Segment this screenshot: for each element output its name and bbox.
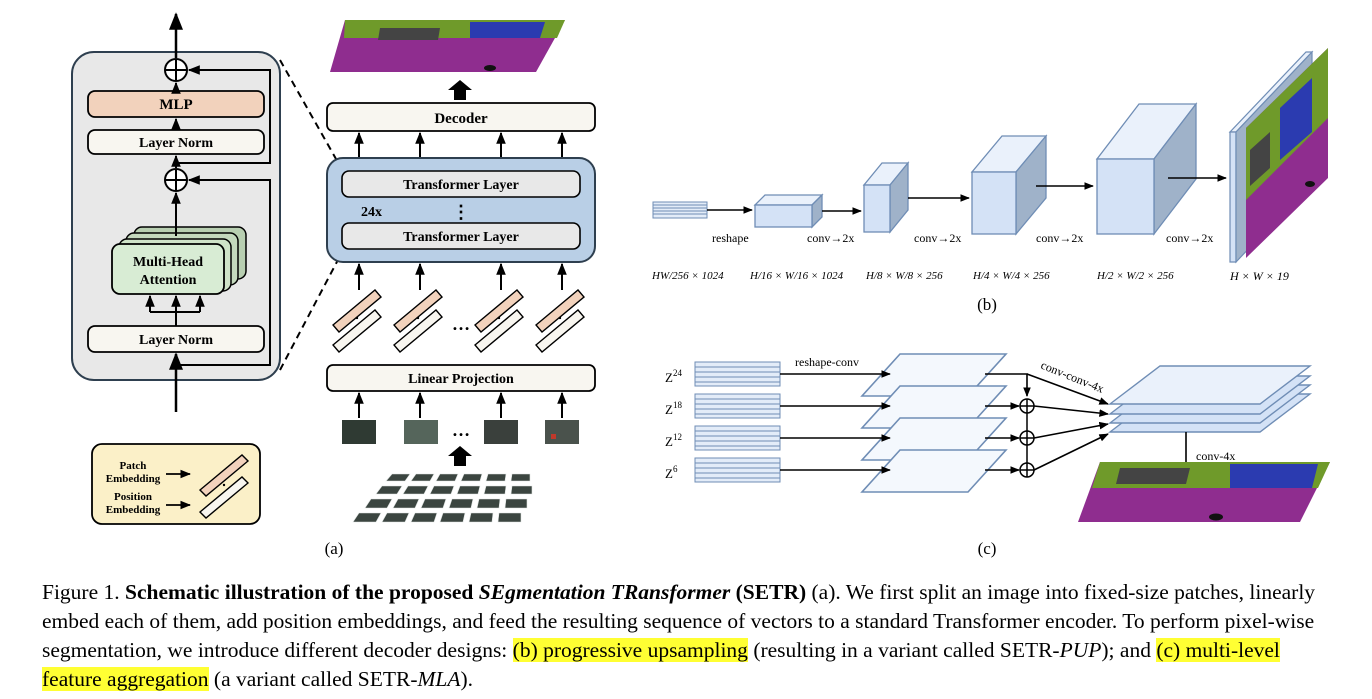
linear-projection-box — [326, 364, 596, 392]
caption-highlight-b: (b) progressive upsampling — [512, 638, 748, 662]
multi-head-attention-box — [111, 243, 225, 295]
feature-cube — [1095, 102, 1198, 236]
patch-image — [545, 420, 579, 444]
dim-label: H × W × 19 — [1229, 269, 1289, 283]
op-label-conv-2x: conv→2x — [807, 231, 854, 245]
figure-caption: Figure 1. Schematic illustration of the … — [42, 578, 1342, 694]
caption-prefix: Figure 1. — [42, 580, 126, 604]
add-icon — [164, 58, 188, 82]
feature-cube — [862, 161, 910, 234]
legend-patch-line2: Embedding — [106, 473, 161, 485]
feature-cube — [970, 134, 1048, 236]
segmentation-output-image — [1228, 48, 1328, 264]
caption-text: (a). We first split an image into fixed-… — [42, 580, 1316, 662]
panel-a-label: (a) — [325, 539, 344, 558]
layer-norm-top-label: Layer Norm — [139, 136, 213, 151]
token-sequence-stack — [694, 425, 781, 451]
caption-italic: MLA — [417, 667, 461, 691]
op-label-conv-2x: conv→2x — [1036, 231, 1083, 245]
token-sequence-stack — [652, 201, 708, 219]
op-label-conv-2x: conv→2x — [1166, 231, 1213, 245]
token-sequence-stack — [694, 457, 781, 483]
op-label-conv-2x: conv→2x — [914, 231, 961, 245]
decoder-label: Decoder — [434, 111, 488, 127]
layer-norm-bottom-label: Layer Norm — [139, 333, 213, 348]
dim-label: HW/256 × 1024 — [651, 270, 724, 282]
add-icon — [1019, 430, 1035, 446]
dim-label: H/16 × W/16 × 1024 — [749, 270, 844, 282]
caption-italic: PUP — [1059, 638, 1102, 662]
token-sequence-stack — [694, 361, 781, 387]
embedding-pair — [535, 289, 585, 353]
panel-c-label: (c) — [978, 539, 997, 558]
caption-text: (a variant called SETR- — [208, 667, 418, 691]
reshape-conv-label: reshape-conv — [795, 355, 859, 369]
caption-text: ). — [460, 667, 474, 691]
panel-b-label: (b) — [977, 295, 997, 314]
caption-title: Schematic illustration of the proposed S… — [125, 580, 807, 604]
mha-label-line2: Attention — [140, 273, 197, 288]
embedding-pair — [332, 289, 382, 353]
mha-label-line1: Multi-Head — [133, 255, 203, 270]
legend-patch-line1: Patch — [120, 460, 147, 472]
patch-image — [342, 420, 376, 444]
add-icon — [164, 168, 188, 192]
token-sequence-stack — [694, 393, 781, 419]
decoder-box — [326, 102, 596, 132]
caption-text: (resulting in a variant called SETR- — [747, 638, 1060, 662]
figure-diagram: MLP Layer Norm Multi-Head Attention Laye… — [71, 12, 1330, 558]
add-icon — [1019, 398, 1035, 414]
ellipsis: … — [452, 314, 470, 334]
repeat-count: 24x — [361, 205, 382, 220]
z-input-label: Z6 — [665, 464, 678, 481]
caption-text: ); and — [1101, 638, 1157, 662]
mlp-label: MLP — [159, 97, 192, 113]
panel-c: Z24 Z18 Z12 Z6 reshape-conv — [665, 353, 1330, 558]
feature-cube — [753, 193, 824, 229]
z-input-label: Z12 — [665, 432, 682, 449]
legend-position-line1: Position — [114, 491, 152, 503]
feature-plane — [860, 353, 1008, 493]
linear-projection-label: Linear Projection — [408, 372, 514, 387]
z-input-label: Z24 — [665, 368, 682, 385]
conv-4x-label: conv-4x — [1196, 449, 1235, 463]
patch-image — [404, 420, 438, 444]
vertical-ellipsis: ⋮ — [452, 202, 470, 222]
transformer-layer-top-box — [341, 170, 581, 198]
transformer-layer-bottom-box — [341, 222, 581, 250]
embedding-pair — [474, 289, 524, 353]
embedding-pair — [393, 289, 443, 353]
aggregated-feature-stack — [1107, 365, 1313, 433]
dim-label: H/4 × W/4 × 256 — [972, 270, 1050, 282]
op-label-reshape: reshape — [712, 231, 749, 245]
segmentation-output-image — [330, 20, 565, 72]
dim-label: H/8 × W/8 × 256 — [865, 270, 943, 282]
dim-label: H/2 × W/2 × 256 — [1096, 270, 1174, 282]
legend-position-line2: Embedding — [106, 504, 161, 516]
transformer-layer-bottom-label: Transformer Layer — [403, 230, 519, 245]
panel-a: MLP Layer Norm Multi-Head Attention Laye… — [71, 12, 596, 558]
transformer-layer-top-label: Transformer Layer — [403, 178, 519, 193]
z-input-label: Z18 — [665, 400, 682, 417]
patch-image — [484, 420, 518, 444]
panel-b: reshape conv→2x conv→2x conv→2x conv→2x … — [651, 48, 1328, 314]
patch-grid-image — [352, 473, 533, 523]
add-icon — [1019, 462, 1035, 478]
segmentation-output-image — [1078, 462, 1330, 522]
ellipsis: … — [452, 420, 470, 440]
